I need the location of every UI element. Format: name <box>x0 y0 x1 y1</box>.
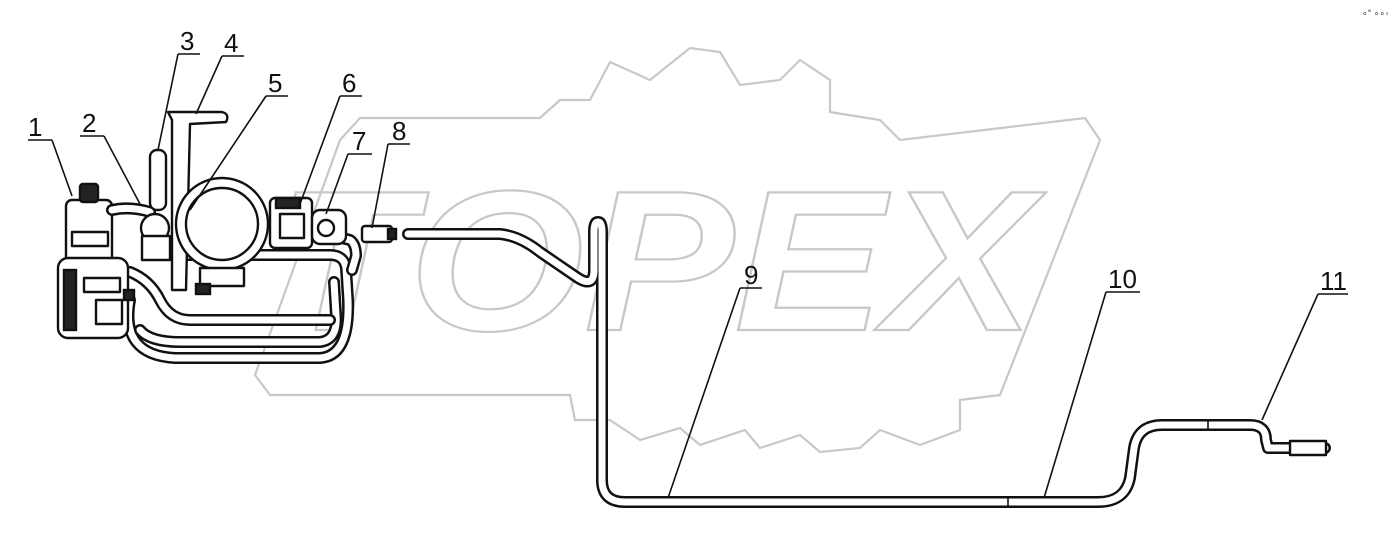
callout-leaders <box>28 53 1348 499</box>
callout-5: 5 <box>268 68 282 98</box>
callout-11: 11 <box>1320 266 1347 296</box>
watermark-logo-text: TOPEX <box>275 150 1047 373</box>
callout-4: 4 <box>224 28 238 58</box>
main-assembly <box>56 110 398 364</box>
callout-1: 1 <box>28 112 42 142</box>
watermark-gear-outline <box>253 46 1102 454</box>
corner-mark: ∘° ∘∘∘ <box>1362 8 1388 18</box>
callout-10: 10 <box>1108 264 1137 294</box>
callout-8: 8 <box>392 116 406 146</box>
part-3-lever <box>148 148 168 212</box>
pipe-line <box>402 216 1331 508</box>
callout-2: 2 <box>82 108 96 138</box>
callout-3: 3 <box>180 26 194 56</box>
watermark: TOPEX <box>253 46 1102 454</box>
part-11-end-fitting <box>1288 439 1328 457</box>
callout-9: 9 <box>744 260 758 290</box>
callout-7: 7 <box>352 126 366 156</box>
callout-6: 6 <box>342 68 356 98</box>
callout-numbers: 1 2 3 4 5 6 7 8 9 10 11 <box>28 26 1347 296</box>
